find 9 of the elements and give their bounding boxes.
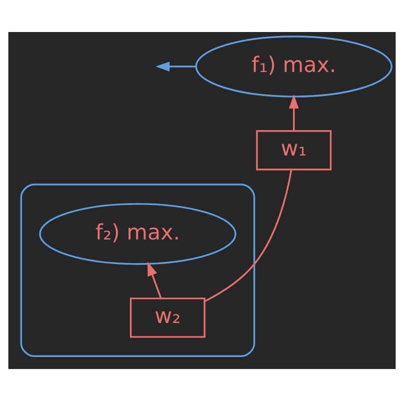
- node-ellipse: f₁) max.: [195, 35, 392, 97]
- arrow: [155, 61, 196, 71]
- arrow: [147, 261, 162, 298]
- cluster: [20, 183, 256, 357]
- node-box: w₂: [130, 297, 206, 338]
- arrow: [288, 94, 299, 130]
- connector: [204, 168, 292, 302]
- node-box: w₁: [256, 130, 332, 170]
- node-ellipse: f₂) max.: [39, 202, 236, 264]
